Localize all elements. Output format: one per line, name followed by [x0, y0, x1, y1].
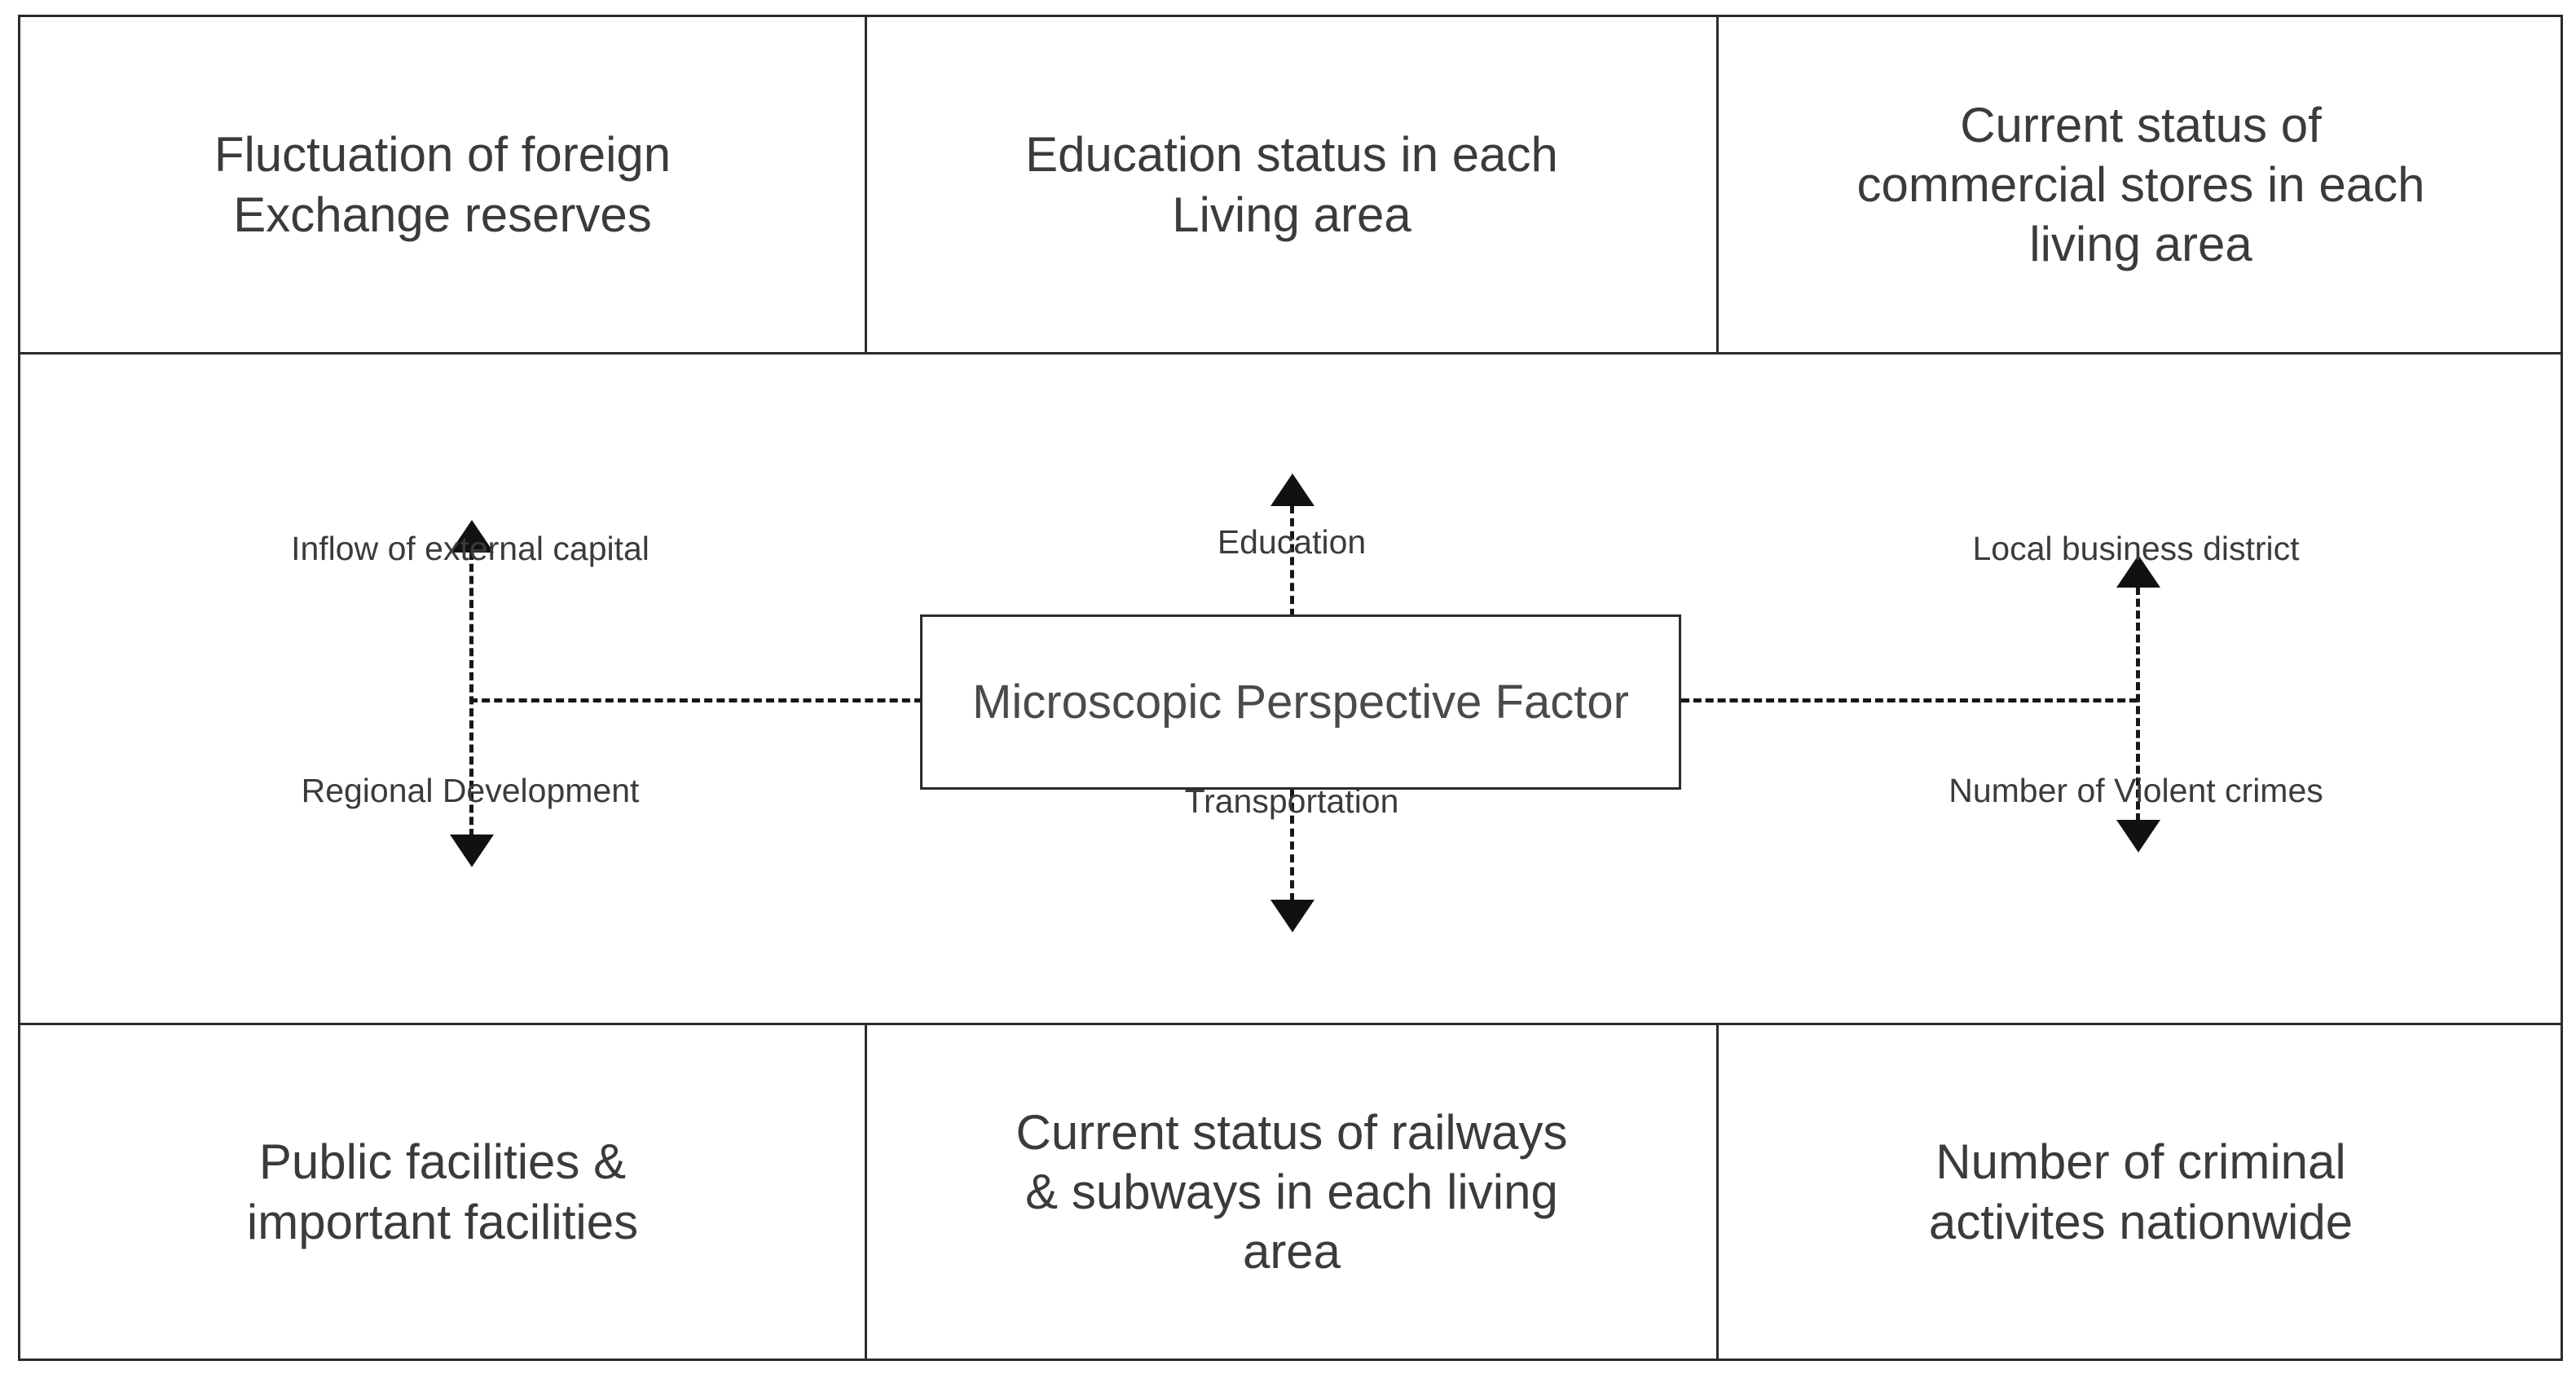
top-cell-foreign-exchange: Fluctuation of foreign Exchange reserves	[214, 127, 672, 242]
arrowhead-down-left-icon	[450, 835, 494, 867]
top-cell-commercial-stores: Current status of commercial stores in e…	[1856, 97, 2425, 272]
bottom-cell-public-facilities: Public facilities & important facilities	[246, 1134, 639, 1249]
factor-label-local-business-district: Local business district	[1972, 530, 2300, 567]
grid-divider-top-left	[865, 17, 867, 352]
connector-line-left-horizontal	[469, 698, 923, 702]
diagram-frame: Fluctuation of foreign Exchange reserves…	[18, 15, 2563, 1361]
grid-divider-top-right	[1716, 17, 1719, 352]
arrowhead-up-left-icon	[450, 520, 494, 553]
arrowhead-down-right-icon	[2116, 820, 2160, 852]
grid-divider-bottom-left	[865, 1023, 867, 1361]
connector-line-right-vertical	[2136, 587, 2140, 821]
connector-line-left-vertical	[469, 552, 473, 837]
center-node-microscopic-perspective-factor: Microscopic Perspective Factor	[920, 614, 1681, 790]
arrowhead-down-center-icon	[1270, 900, 1314, 932]
grid-divider-top	[20, 352, 2561, 355]
factor-label-regional-development: Regional Development	[301, 772, 640, 809]
factor-label-number-of-violent-crimes: Number of Violent crimes	[1949, 772, 2323, 809]
factor-label-inflow-of-external-capital: Inflow of external capital	[291, 530, 650, 567]
center-diagram-area: Inflow of external capital Regional Deve…	[20, 352, 2561, 1023]
connector-line-center-up	[1290, 505, 1294, 617]
grid-divider-bottom-right	[1716, 1023, 1719, 1361]
top-cell-education-status: Education status in each Living area	[1025, 127, 1558, 242]
bottom-cell-criminal-activities: Number of criminal activites nationwide	[1928, 1134, 2354, 1249]
connector-line-right-horizontal	[1681, 698, 2138, 702]
factor-label-education: Education	[1217, 523, 1367, 561]
grid-divider-bottom	[20, 1023, 2561, 1025]
arrowhead-up-center-icon	[1270, 473, 1314, 506]
bottom-cell-railways-subways: Current status of railways & subways in …	[1015, 1104, 1568, 1279]
arrowhead-up-right-icon	[2116, 555, 2160, 588]
connector-line-center-down	[1290, 790, 1294, 901]
